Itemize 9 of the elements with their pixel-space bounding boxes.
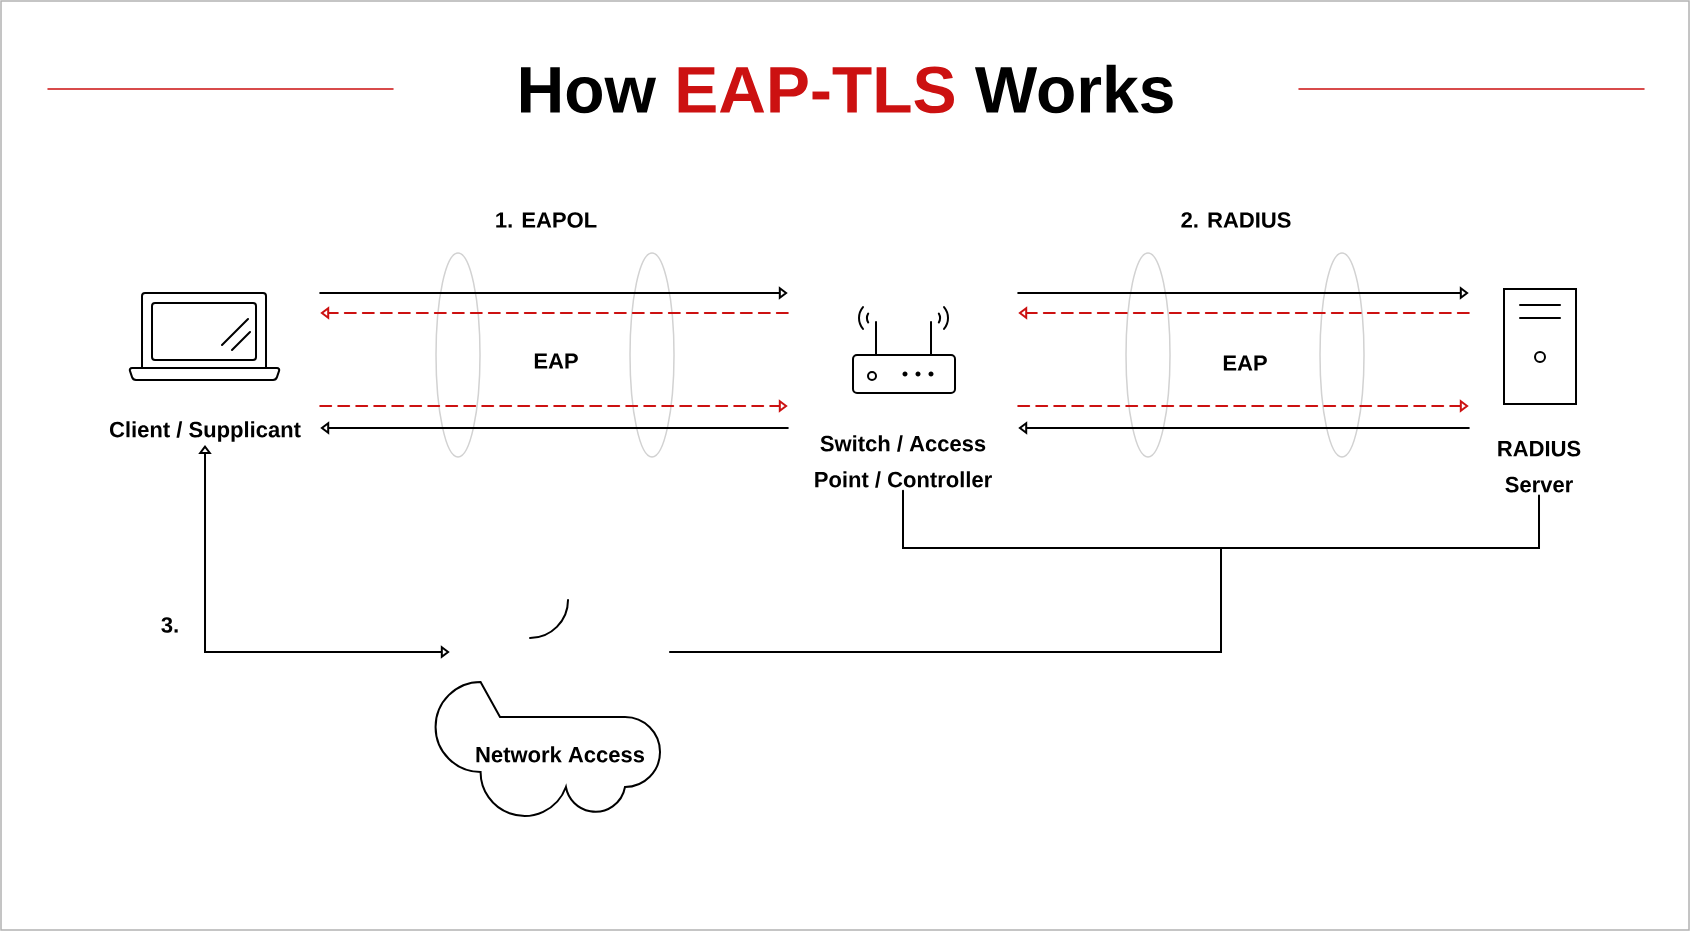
protocol-label: 2. RADIUS bbox=[1181, 212, 1291, 228]
protocol-label: EAP bbox=[534, 353, 578, 369]
device-label: RADIUS Server bbox=[1498, 440, 1581, 493]
device-label: Switch / Access Point / Controller bbox=[815, 435, 992, 488]
protocol-label: EAP bbox=[1223, 355, 1267, 371]
title: How EAP-TLS Works bbox=[521, 64, 1173, 114]
step-number: 3. bbox=[158, 615, 182, 635]
protocol-label: 1. EAPOL bbox=[496, 212, 597, 228]
device-label: Client / Supplicant bbox=[109, 421, 301, 442]
